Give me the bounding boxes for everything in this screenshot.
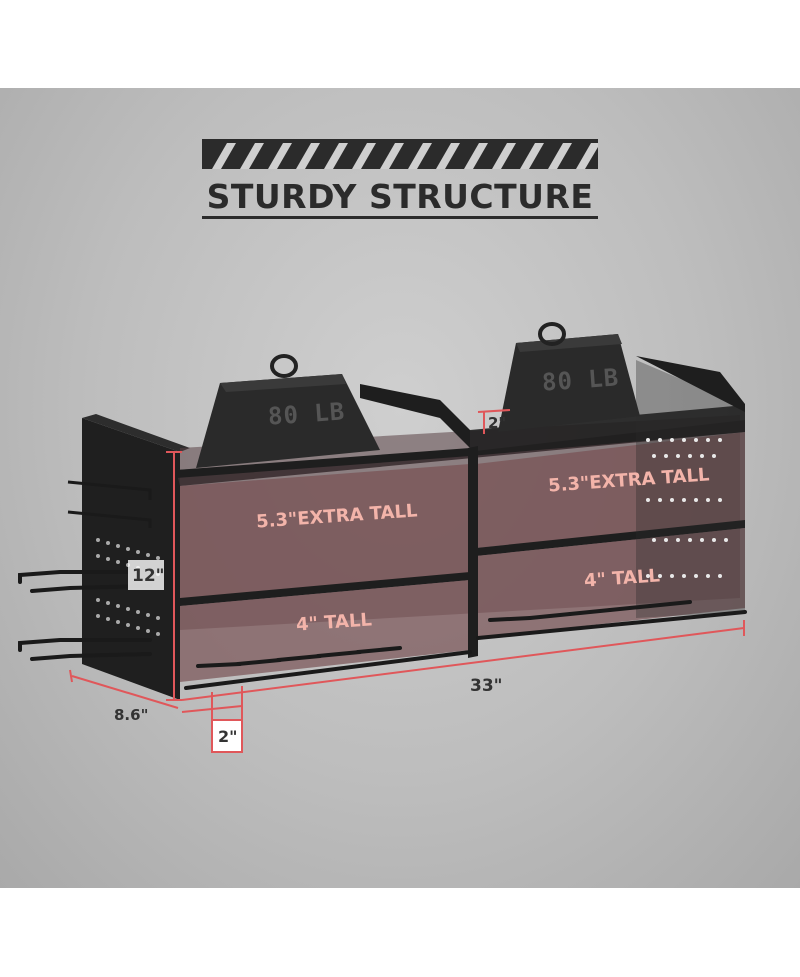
- width-dimension: 33": [470, 676, 503, 696]
- title-underline: [202, 216, 598, 219]
- shelf-body: [176, 356, 747, 690]
- height-dimension: 12": [132, 566, 165, 586]
- weight-right-label: 80 LB: [541, 363, 621, 397]
- page-title: STURDY STRUCTURE: [206, 177, 594, 216]
- left-side-panel: [18, 414, 190, 700]
- weight-left: [196, 354, 380, 468]
- hazard-stripe-banner: [202, 139, 598, 169]
- slot-gap-box: [211, 719, 243, 753]
- slot-gap-dimension: 2": [218, 727, 238, 746]
- lip-dimension: 2": [488, 414, 507, 432]
- weight-right: [498, 322, 640, 432]
- weight-left-label: 80 LB: [267, 397, 347, 431]
- depth-dimension: 8.6": [114, 706, 149, 724]
- height-label-box: [128, 560, 164, 590]
